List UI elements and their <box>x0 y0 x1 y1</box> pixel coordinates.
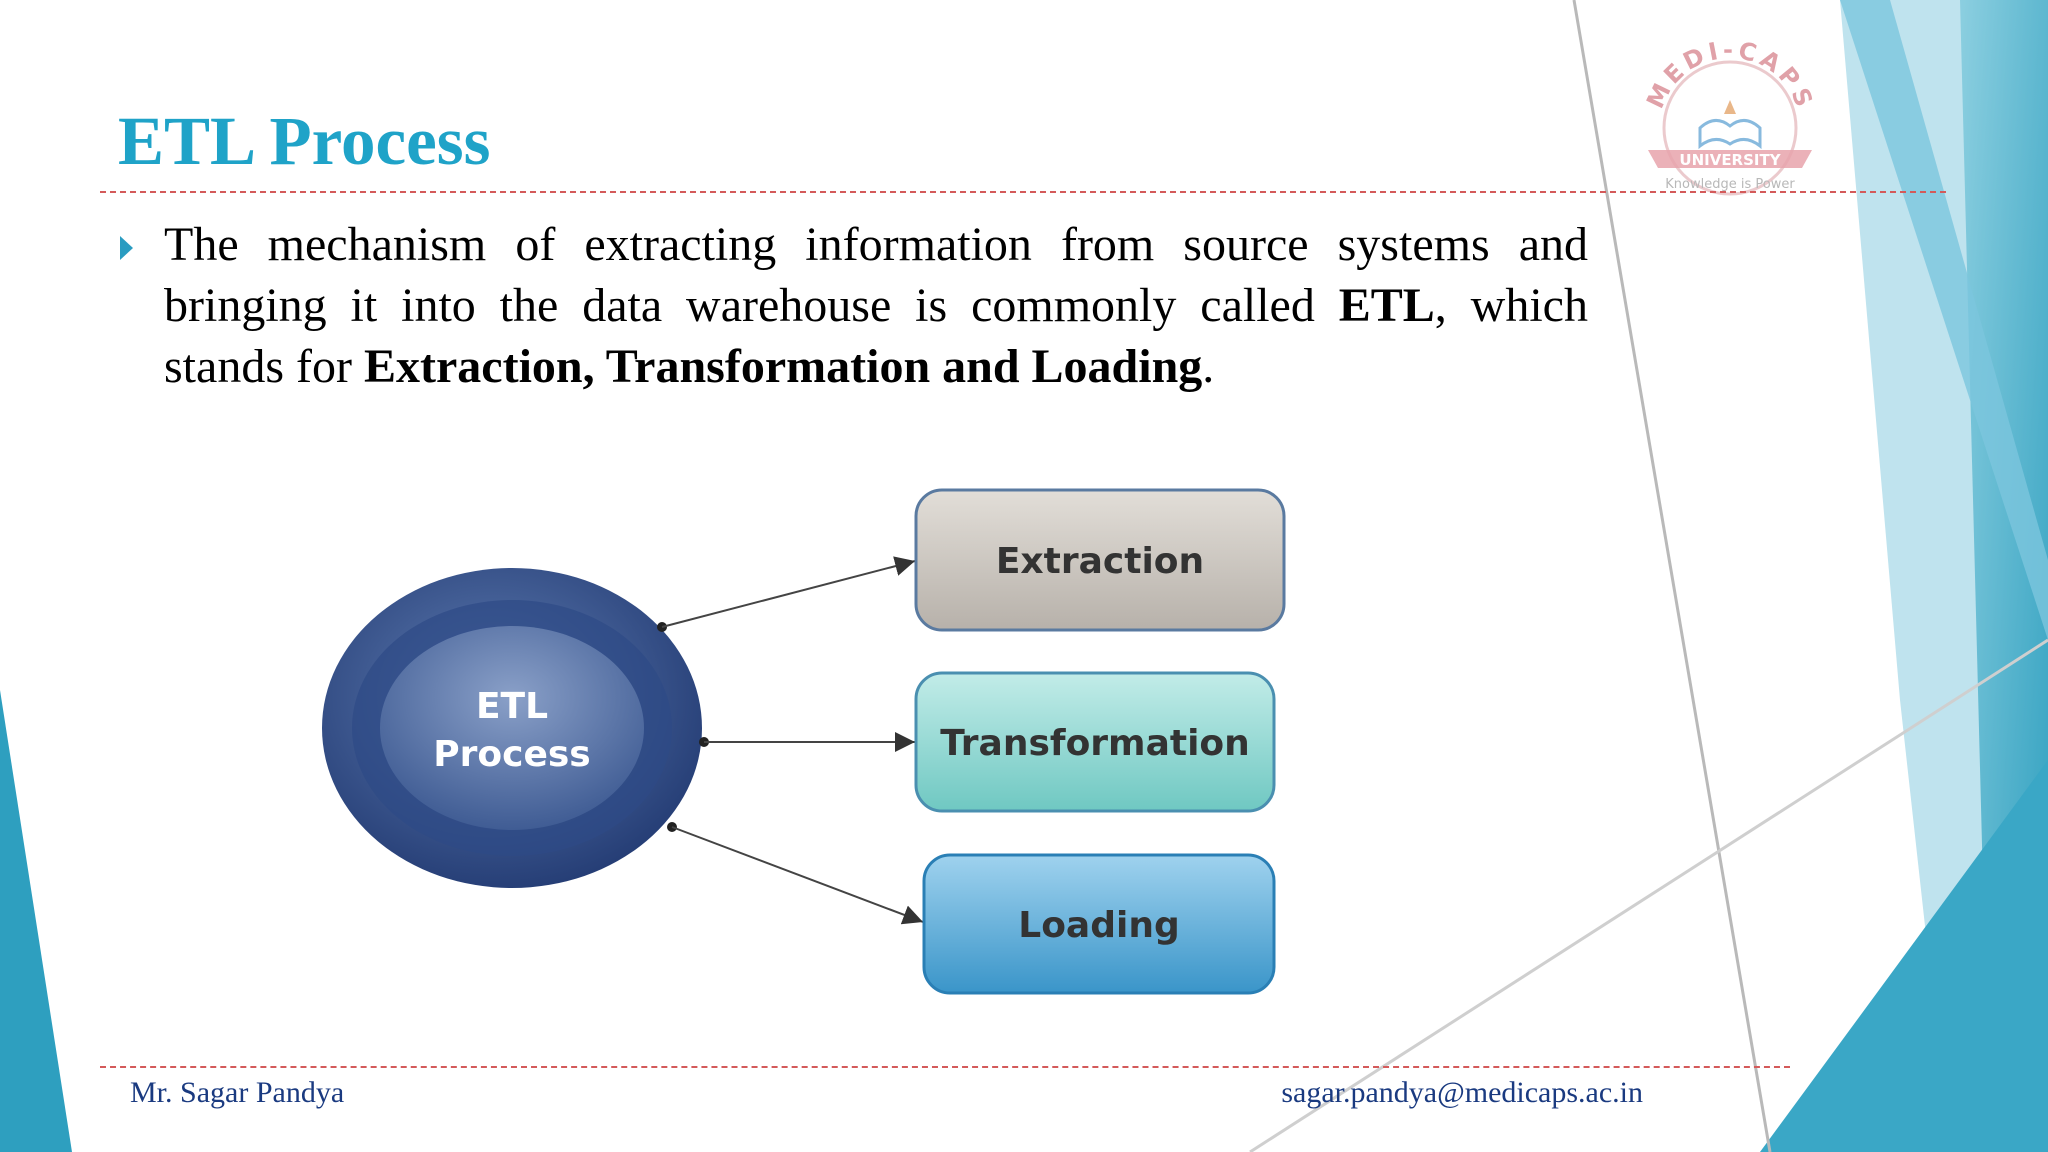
hub-label-line-2: Process <box>433 734 590 775</box>
etl-diagram: ETL Process Extraction Transformation Lo… <box>322 488 1286 995</box>
slide-title: ETL Process <box>118 103 491 179</box>
footer-author: Mr. Sagar Pandya <box>130 1076 345 1109</box>
bullet-text-bold-etl: ETL <box>1338 279 1435 332</box>
loading-box <box>922 853 1276 995</box>
logo-tagline: Knowledge is Power <box>1665 177 1795 192</box>
extraction-box <box>914 488 1286 632</box>
transformation-label: Transformation <box>940 723 1250 764</box>
bullet-text-part-2: , which stands for <box>164 279 1588 393</box>
header-divider <box>100 191 1946 193</box>
university-logo: MEDI-CAPS UNIVERSITY Knowledge is Power <box>1641 36 1815 196</box>
bullet-text: The mechanism of extracting information … <box>164 214 1588 397</box>
bullet-text-bold-stages: Extraction, Transformation and Loading <box>363 340 1203 393</box>
hub-label-line-1: ETL <box>476 686 548 727</box>
footer-email: sagar.pandya@medicaps.ac.in <box>1281 1076 1643 1109</box>
connector-extraction <box>661 556 916 628</box>
bullet-arrow-icon <box>120 236 133 260</box>
logo-ribbon-text: UNIVERSITY <box>1679 151 1781 169</box>
bullet-text-part-1: The mechanism of extracting information … <box>164 218 1588 332</box>
connector-loading <box>671 826 924 925</box>
footer-divider <box>100 1066 1790 1068</box>
transformation-box <box>914 671 1276 813</box>
loading-label: Loading <box>1018 905 1179 946</box>
hub-inner-disc <box>380 626 644 830</box>
bullet-text-part-3: . <box>1202 340 1215 393</box>
extraction-label: Extraction <box>996 541 1204 582</box>
